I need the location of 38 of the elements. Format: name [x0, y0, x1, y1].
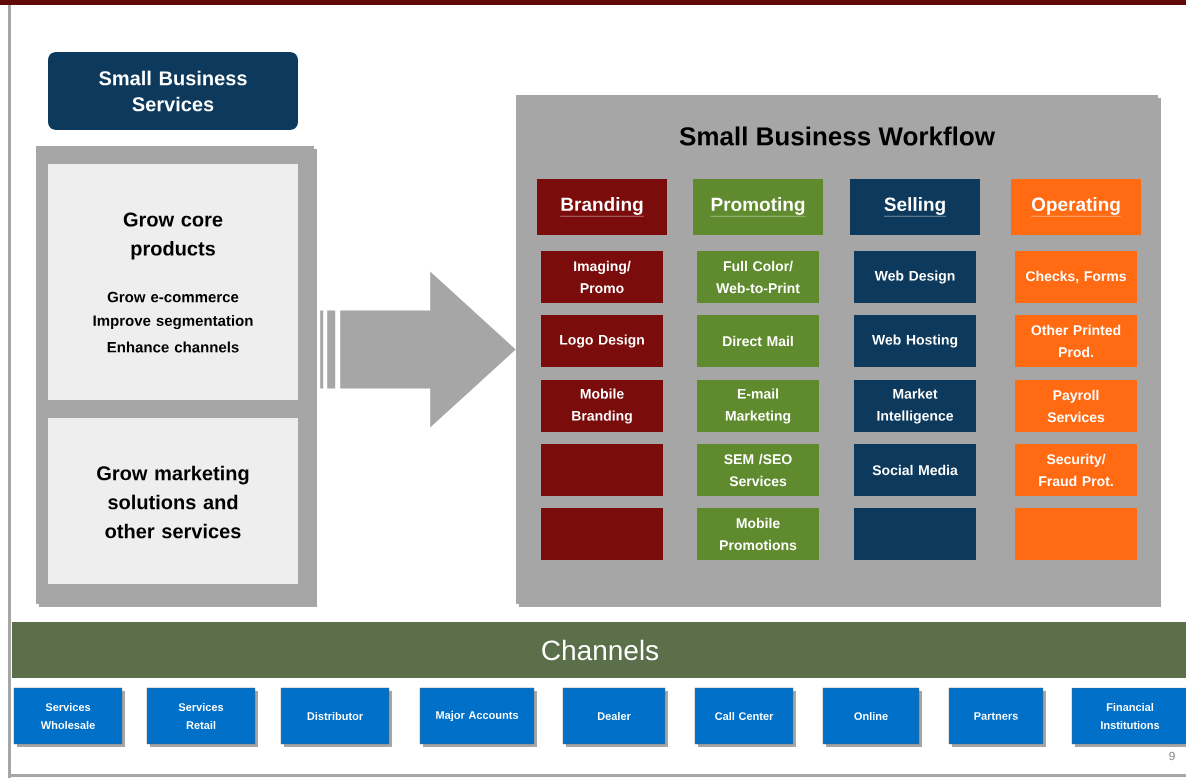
column-header: Branding [537, 179, 670, 238]
channel-box: Call Center [694, 687, 796, 747]
task-box: Payroll Services [1015, 380, 1140, 435]
task-box: Mobile Branding [541, 380, 666, 435]
channels-band: Channels [12, 622, 1186, 678]
task-box: Market Intelligence [854, 380, 979, 435]
block-arrow [320, 271, 516, 428]
task-box: Full Color/ Web-to-Print [697, 251, 822, 306]
task-box: Other Printed Prod. [1015, 315, 1140, 370]
channel-box: Services Retail [146, 687, 258, 747]
task-box [854, 508, 979, 563]
task-box: Web Hosting [854, 315, 979, 370]
task-box: Checks, Forms [1015, 251, 1140, 306]
task-box: Mobile Promotions [697, 508, 822, 563]
task-box: Security/ Fraud Prot. [1015, 444, 1140, 499]
channel-box: Services Wholesale [13, 687, 125, 747]
channel-box: Partners [948, 687, 1046, 747]
channel-box: Online [822, 687, 922, 747]
task-box: E-mail Marketing [697, 380, 822, 435]
task-box: Logo Design [541, 315, 666, 370]
task-box [541, 444, 666, 499]
channel-box: Financial Institutions [1071, 687, 1186, 747]
column-header: Promoting [693, 179, 826, 238]
title-box: Small Business Services [48, 52, 298, 130]
text-panel: Grow marketing solutions and other services [48, 418, 298, 584]
task-box: Direct Mail [697, 315, 822, 370]
task-box [541, 508, 666, 563]
task-box: Social Media [854, 444, 979, 499]
task-box: Imaging/ Promo [541, 251, 666, 306]
column-header: Selling [850, 179, 983, 238]
channel-box: Major Accounts [419, 687, 537, 747]
channel-box: Distributor [280, 687, 392, 747]
channel-box: Dealer [562, 687, 668, 747]
task-box [1015, 508, 1140, 563]
column-header: Operating [1011, 179, 1144, 238]
task-box: Web Design [854, 251, 979, 306]
text-panel: Grow core products Grow e-commerce Improve segmentation Enhance channels [48, 164, 298, 400]
task-box: SEM /SEO Services [697, 444, 822, 499]
